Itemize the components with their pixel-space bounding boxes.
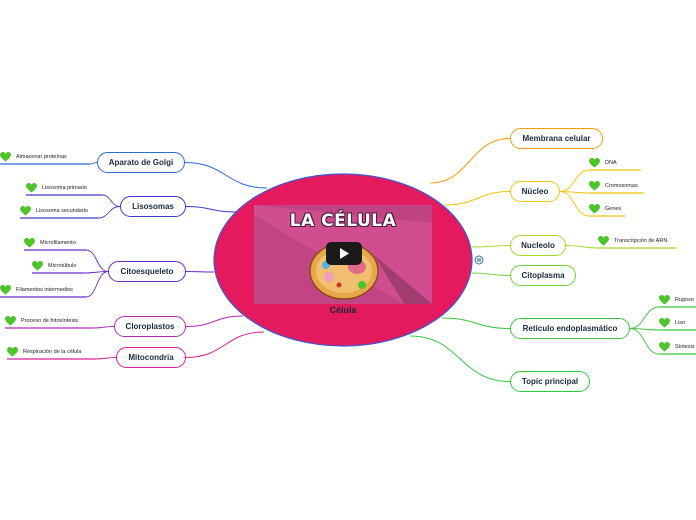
leaf-mitocondria-0[interactable]: Respiración de la célula (7, 347, 81, 357)
heart-icon (0, 152, 11, 162)
connector-line (559, 169, 590, 192)
branch-node-citoesqueleto[interactable]: Citoesqueleto (108, 261, 186, 282)
leaf-label: Almacenar proteínas (16, 154, 67, 160)
leaf-reticulo-1[interactable]: Liso (659, 318, 685, 328)
heart-icon (7, 347, 18, 357)
heart-icon (24, 238, 35, 248)
connector-line (83, 271, 109, 274)
heart-icon (598, 236, 609, 246)
branch-node-mitocondria[interactable]: Mitocondria (116, 347, 186, 368)
connector-line (559, 191, 590, 217)
branch-node-lisosomas[interactable]: Lisosomas (120, 196, 186, 217)
cell-video-thumbnail[interactable]: LA CÉLULA (254, 205, 432, 304)
branch-node-cloroplastos[interactable]: Cloroplastos (114, 316, 186, 337)
leaf-label: Cromosomas (605, 183, 638, 189)
connector-line (184, 162, 268, 189)
leaf-nucleo-0[interactable]: DNA (589, 158, 617, 168)
heart-icon (5, 316, 16, 326)
branch-node-reticulo[interactable]: Retículo endoplasmático (510, 318, 630, 339)
heart-icon (589, 158, 600, 168)
leaf-label: Microtúbulo (48, 263, 77, 269)
leaf-citoesqueleto-2[interactable]: Filamentos intermedios (0, 285, 73, 295)
connector-line (185, 271, 215, 273)
leaf-label: Microfilamento (40, 240, 76, 246)
branch-node-nucleolo[interactable]: Nucleolo (510, 235, 566, 256)
branch-node-topic[interactable]: Topic principal (510, 371, 590, 392)
branch-node-golgi[interactable]: Aparato de Golgi (97, 152, 185, 173)
heart-icon (20, 206, 31, 216)
connector-line (471, 245, 511, 248)
heart-icon (659, 342, 670, 352)
leaf-nucleo-2[interactable]: Genes (589, 204, 621, 214)
leaf-label: Lisosoma secundario (36, 208, 88, 214)
leaf-label: Respiración de la célula (23, 349, 82, 355)
connector-line (85, 271, 109, 298)
wordpress-icon[interactable]: W (474, 255, 484, 265)
connector-line (101, 194, 121, 207)
branch-node-citoplasma[interactable]: Citoplasma (510, 265, 576, 286)
leaf-cloroplastos-0[interactable]: Proceso de fotosíntesis (5, 316, 78, 326)
connector-line (92, 326, 115, 329)
svg-text:W: W (477, 258, 482, 264)
heart-icon (659, 295, 670, 305)
connector-line (85, 249, 109, 272)
connector-line (185, 315, 244, 327)
leaf-citoesqueleto-0[interactable]: Microfilamento (24, 238, 76, 248)
leaf-label: Proceso de fotosíntesis (21, 318, 79, 324)
leaf-nucleo-1[interactable]: Cromosomas (589, 181, 638, 191)
connector-line (429, 138, 511, 184)
connector-line (97, 206, 121, 219)
connector-line (94, 357, 117, 360)
connector-line (185, 206, 237, 213)
connector-line (471, 272, 511, 276)
heart-icon (26, 183, 37, 193)
leaf-reticulo-0[interactable]: Rugoso (659, 295, 694, 305)
heart-icon (589, 204, 600, 214)
leaf-label: Genes (605, 206, 622, 212)
connector-line (89, 162, 98, 165)
leaf-reticulo-2[interactable]: Síntesis (659, 342, 695, 352)
connector-line (629, 306, 660, 329)
heart-icon (589, 181, 600, 191)
connector-line (185, 331, 265, 358)
video-play-icon[interactable] (326, 242, 362, 265)
branch-node-nucleo[interactable]: Núcleo (510, 181, 560, 202)
leaf-nucleolo-0[interactable]: Transcripción de ARN (598, 236, 667, 246)
thumbnail-title: LA CÉLULA (289, 211, 397, 231)
leaf-golgi-0[interactable]: Almacenar proteínas (0, 152, 67, 162)
heart-icon (659, 318, 670, 328)
leaf-lisosomas-1[interactable]: Lisosoma secundario (20, 206, 88, 216)
leaf-lisosomas-0[interactable]: Lisosoma primario (26, 183, 87, 193)
heart-icon (0, 285, 11, 295)
heart-icon (32, 261, 43, 271)
central-node-label: Célula (329, 305, 357, 315)
leaf-label: Filamentos intermedios (16, 287, 73, 293)
connector-line (409, 335, 511, 382)
leaf-label: DNA (605, 160, 617, 166)
leaf-label: Liso (675, 320, 686, 326)
leaf-label: Lisosoma primario (42, 185, 87, 191)
leaf-label: Síntesis (675, 344, 695, 350)
leaf-label: Rugoso (675, 297, 694, 303)
connector-line (629, 328, 660, 355)
branch-node-membrana[interactable]: Membrana celular (510, 128, 603, 149)
connector-line (565, 245, 599, 249)
leaf-label: Transcripción de ARN (614, 238, 668, 244)
connector-line (444, 191, 511, 206)
leaf-citoesqueleto-1[interactable]: Microtúbulo (32, 261, 76, 271)
connector-line (441, 317, 511, 329)
